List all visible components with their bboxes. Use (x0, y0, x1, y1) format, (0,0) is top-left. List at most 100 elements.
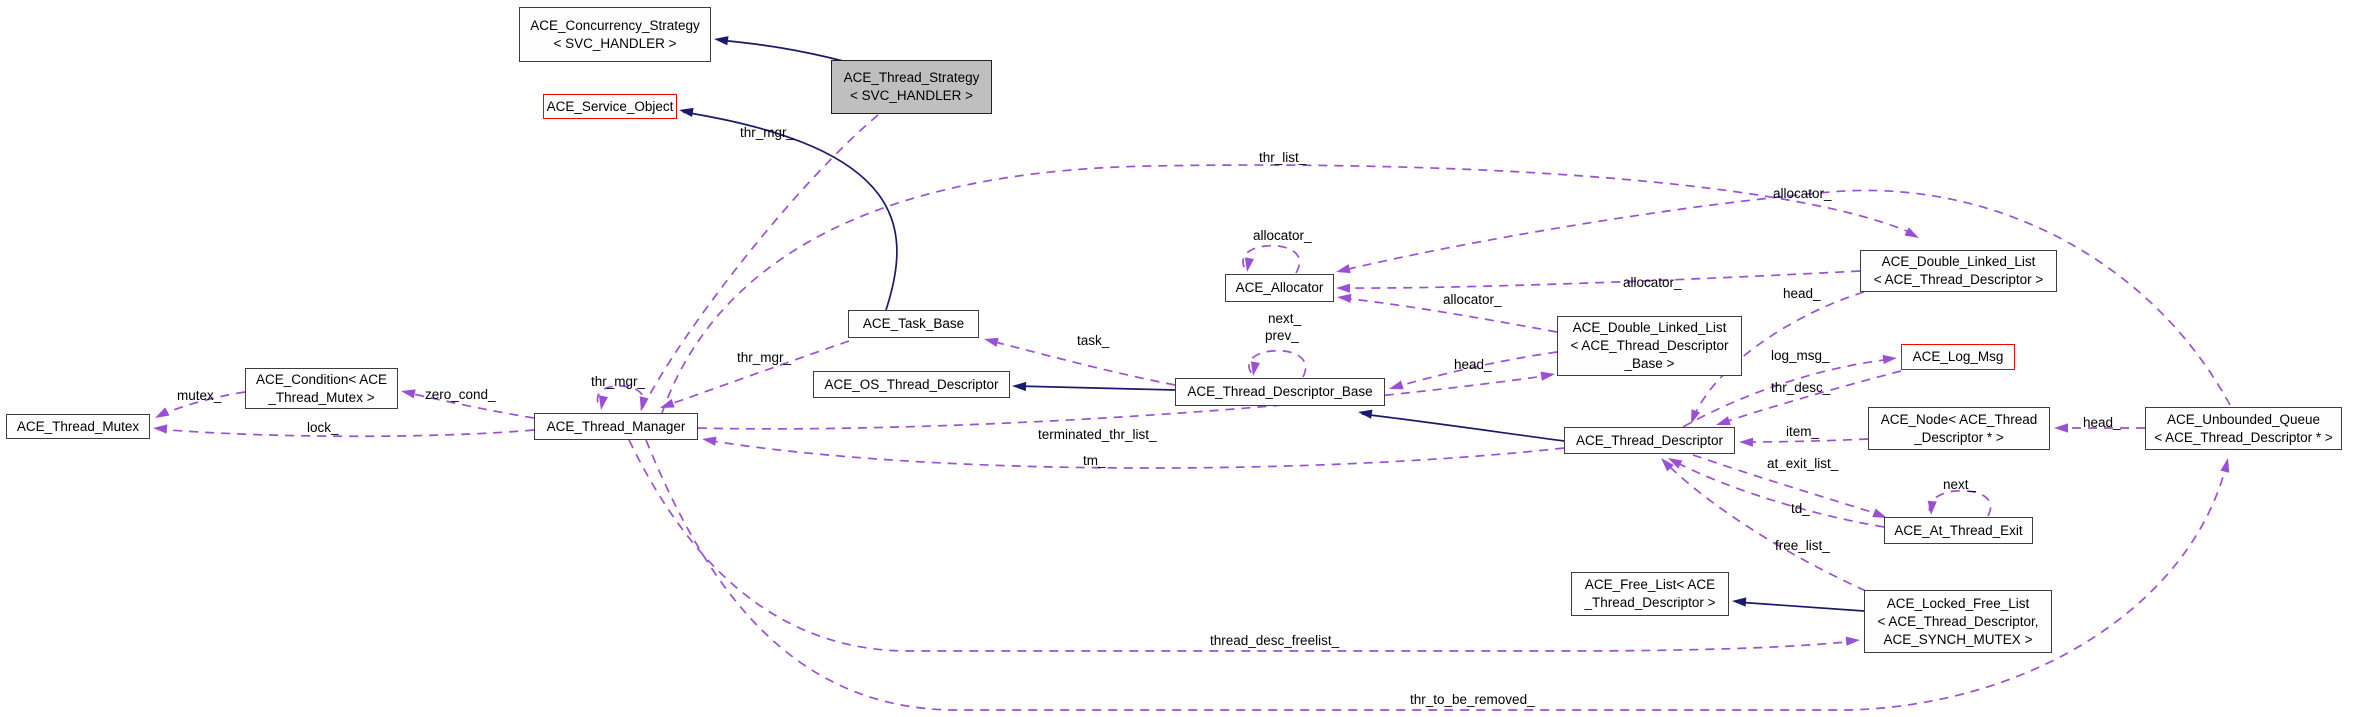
edge-label-thr-mgr: thr_mgr_ (591, 374, 646, 389)
class-node-dll-tdb[interactable]: ACE_Double_Linked_List < ACE_Thread_Desc… (1557, 316, 1742, 376)
edge-label-zero-cond: zero_cond_ (425, 387, 496, 402)
arrowhead-member-lock (153, 424, 168, 434)
edge-inherit-taskbase-to-serviceobject (682, 111, 898, 311)
class-node-dll-td[interactable]: ACE_Double_Linked_List < ACE_Thread_Desc… (1860, 250, 2057, 292)
edge-label-tm: tm_ (1083, 453, 1106, 468)
edge-member-thread-desc-freelist (628, 439, 1857, 652)
edge-member-head-dlltdb-to-tdb (1391, 351, 1558, 389)
arrowhead-inherit-tdb-to-ostd (1012, 381, 1027, 392)
arrowhead-member-mutex (155, 407, 170, 418)
edge-label-item: item_ (1786, 424, 1820, 439)
class-node-thread-manager[interactable]: ACE_Thread_Manager (534, 413, 698, 440)
edge-label-terminated-thr-list: terminated_thr_list_ (1038, 427, 1157, 442)
edge-label-head: head_ (1454, 357, 1492, 372)
edge-inherit-strategy-to-concurrency (717, 39, 844, 62)
edge-label-thr-list: thr_list_ (1259, 150, 1307, 165)
class-node-concurrency-strategy[interactable]: ACE_Concurrency_Strategy < SVC_HANDLER > (519, 7, 711, 62)
edge-member-tm (705, 439, 1565, 469)
class-node-thread-descriptor-base[interactable]: ACE_Thread_Descriptor_Base (1175, 378, 1385, 406)
edge-inherit-td-to-tdb (1361, 413, 1565, 442)
arrowhead-member-td (1668, 458, 1683, 469)
arrowhead-member-thr-to-be-removed (2220, 458, 2230, 473)
arrowhead-inherit-td-to-tdb (1358, 409, 1373, 419)
edge-member-allocator-from-dlltd (1339, 270, 1861, 289)
edge-label-task: task_ (1077, 333, 1110, 348)
class-node-task-base[interactable]: ACE_Task_Base (848, 310, 979, 338)
class-node-service-object[interactable]: ACE_Service_Object (543, 94, 677, 119)
edge-label-thr-desc: thr_desc_ (1771, 380, 1831, 395)
arrowhead-member-next-atexit-self-loop (1927, 500, 1937, 515)
arrowhead-member-thr-desc (1716, 416, 1731, 425)
edge-member-free-list (1663, 460, 1867, 592)
edge-label-td: td_ (1791, 501, 1810, 516)
arrowhead-member-allocator-self-loop (1244, 257, 1254, 272)
arrowhead-member-terminated-thr-list (1540, 371, 1555, 381)
class-node-thread-strategy[interactable]: ACE_Thread_Strategy < SVC_HANDLER > (831, 60, 992, 114)
edge-label-thread-desc-freelist: thread_desc_freelist_ (1210, 633, 1340, 648)
edge-label-allocator: allocator_ (1443, 292, 1502, 307)
edge-member-log-msg (1682, 358, 1894, 428)
edge-label-next: next_ (1943, 477, 1977, 492)
edge-member-head-dlltd-to-td (1691, 291, 1865, 422)
edge-member-next-prev-self-loop (1248, 349, 1307, 378)
class-node-log-msg[interactable]: ACE_Log_Msg (1901, 344, 2015, 370)
edge-member-allocator-from-queue (1339, 189, 2231, 406)
arrowhead-member-allocator-from-dlltdb (1337, 293, 1352, 303)
arrowhead-member-head-dlltd-to-td (1691, 409, 1701, 424)
arrowhead-member-thr-mgr-self-loop (598, 395, 608, 410)
arrowhead-member-free-list (1661, 458, 1674, 472)
edge-label-prev: prev_ (1265, 328, 1299, 343)
arrowhead-member-thr-mgr-from-taskbase (660, 398, 675, 408)
edge-label-free-list: free_list_ (1775, 538, 1830, 553)
edge-label-thr-to-be-removed: thr_to_be_removed_ (1410, 692, 1535, 707)
edge-label-thr-mgr: thr_mgr_ (737, 350, 792, 365)
arrowhead-member-at-exit-list (1872, 508, 1887, 518)
arrowhead-member-next-prev-self-loop (1250, 361, 1260, 376)
edge-label-allocator: allocator_ (1253, 228, 1312, 243)
edge-member-thr-mgr-from-strategy (641, 114, 879, 410)
class-node-thread-descriptor[interactable]: ACE_Thread_Descriptor (1564, 427, 1735, 454)
class-node-os-thread-descriptor[interactable]: ACE_OS_Thread_Descriptor (813, 371, 1010, 398)
edge-member-allocator-from-dlltdb (1340, 297, 1558, 333)
edge-label-mutex: mutex_ (177, 388, 222, 403)
class-node-thread-mutex[interactable]: ACE_Thread_Mutex (6, 414, 150, 439)
arrowhead-inherit-taskbase-to-serviceobject (679, 107, 694, 117)
arrowhead-inherit-locked-to-freelist (1732, 597, 1747, 607)
arrowhead-member-tm (702, 436, 717, 446)
class-node-at-thread-exit[interactable]: ACE_At_Thread_Exit (1884, 517, 2033, 544)
edge-label-next: next_ (1268, 311, 1302, 326)
edge-member-item (1742, 438, 1869, 443)
edge-member-lock (156, 428, 535, 438)
arrowhead-inherit-strategy-to-concurrency (714, 36, 729, 46)
class-node-condition[interactable]: ACE_Condition< ACE _Thread_Mutex > (245, 368, 398, 409)
arrowhead-member-log-msg (1882, 354, 1897, 364)
edge-label-head: head_ (1783, 286, 1821, 301)
edge-member-task (986, 339, 1176, 386)
class-node-node[interactable]: ACE_Node< ACE_Thread _Descriptor * > (1868, 407, 2050, 450)
arrowhead-member-head-dlltdb-to-tdb (1389, 380, 1404, 390)
edge-member-next-atexit-self-loop (1928, 489, 1992, 517)
edge-member-zero-cond (403, 391, 535, 419)
class-node-unbounded-queue[interactable]: ACE_Unbounded_Queue < ACE_Thread_Descrip… (2145, 407, 2342, 450)
arrowhead-member-allocator-from-queue (1336, 264, 1351, 274)
class-node-allocator[interactable]: ACE_Allocator (1225, 274, 1334, 302)
arrowhead-member-task (984, 337, 999, 347)
arrowhead-member-head-queue-to-node (2054, 423, 2068, 433)
edge-label-head: head_ (2083, 415, 2121, 430)
edge-inherit-tdb-to-ostd (1015, 385, 1176, 391)
arrowhead-member-item (1739, 437, 1754, 447)
arrowhead-member-allocator-from-dlltd (1336, 283, 1351, 293)
edge-member-thr-mgr-from-taskbase (661, 340, 850, 408)
edge-label-lock: lock_ (307, 420, 339, 435)
edge-label-at-exit-list: at_exit_list_ (1767, 456, 1839, 471)
class-node-locked-free-list[interactable]: ACE_Locked_Free_List < ACE_Thread_Descri… (1864, 590, 2052, 653)
arrowhead-member-thread-desc-freelist (1845, 636, 1860, 646)
edge-member-terminated-thr-list (697, 374, 1553, 430)
edge-label-thr-mgr: thr_mgr_ (740, 125, 795, 140)
arrowhead-member-thr-list (1904, 227, 1919, 238)
class-node-free-list[interactable]: ACE_Free_List< ACE _Thread_Descriptor > (1571, 572, 1729, 616)
edge-member-thr-mgr-self-loop (596, 385, 645, 411)
edge-label-allocator: allocator_ (1623, 275, 1682, 290)
